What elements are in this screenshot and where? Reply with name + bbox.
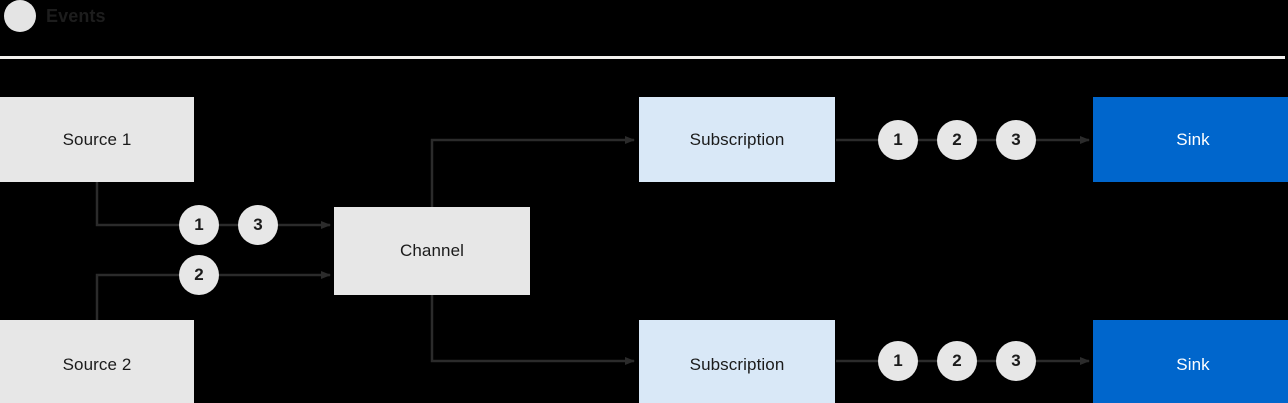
- event-bubble[interactable]: 2: [937, 341, 977, 381]
- header-divider: [0, 56, 1285, 59]
- legend-label: Events: [46, 6, 106, 26]
- node-label: Source 2: [62, 355, 132, 374]
- event-bubble[interactable]: 3: [996, 341, 1036, 381]
- event-bubble[interactable]: 1: [878, 341, 918, 381]
- event-circle-icon: [4, 0, 36, 32]
- node-channel[interactable]: Channel: [334, 207, 530, 295]
- event-bubble[interactable]: 3: [238, 205, 278, 245]
- event-bubble[interactable]: 1: [878, 120, 918, 160]
- node-subscription-1[interactable]: Subscription: [639, 97, 835, 182]
- node-label: Subscription: [689, 129, 785, 149]
- node-label: Source 1: [62, 129, 132, 149]
- node-source-1[interactable]: Source 1: [0, 97, 194, 182]
- node-label: Sink: [1176, 129, 1210, 149]
- event-bubble[interactable]: 3: [996, 120, 1036, 160]
- node-subscription-2[interactable]: Subscription: [639, 320, 835, 403]
- node-sink-2[interactable]: Sink: [1093, 320, 1288, 403]
- node-label: Sink: [1176, 355, 1210, 374]
- node-label: Subscription: [689, 355, 785, 374]
- event-bubble[interactable]: 2: [179, 255, 219, 295]
- event-bubble[interactable]: 2: [937, 120, 977, 160]
- node-label: Channel: [399, 241, 465, 260]
- event-bubble[interactable]: 1: [179, 205, 219, 245]
- node-source-2[interactable]: Source 2: [0, 320, 194, 403]
- node-sink-1[interactable]: Sink: [1093, 97, 1288, 182]
